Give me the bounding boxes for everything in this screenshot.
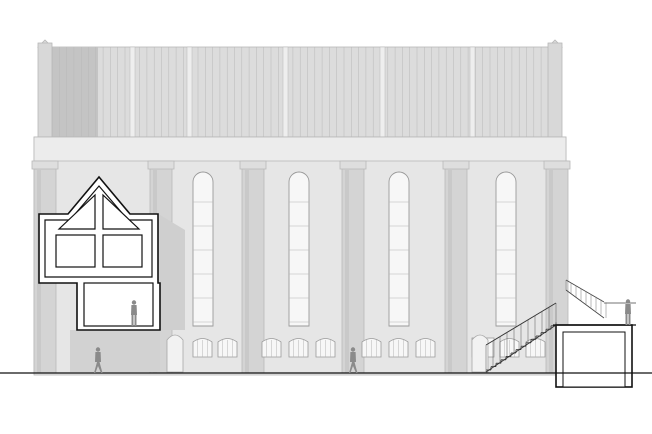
lower-arched-window — [261, 338, 282, 358]
pilaster-shadow — [245, 169, 249, 373]
lower-arched-window — [361, 338, 382, 358]
door-left — [166, 334, 184, 373]
window-frame — [288, 171, 310, 327]
tall-arched-window — [288, 171, 310, 327]
roof-rib-accent — [186, 46, 193, 138]
figure-head — [95, 347, 101, 352]
door-right — [471, 334, 489, 373]
lower-arched-window — [288, 338, 309, 358]
figure-leg — [134, 315, 137, 326]
landing-rail — [565, 279, 605, 303]
tall-arched-window — [388, 171, 410, 327]
pilaster — [543, 160, 571, 374]
figure-head — [350, 347, 356, 352]
lower-arched-window — [217, 338, 238, 358]
figure-torso — [95, 352, 101, 362]
roof-rib-accent — [469, 46, 476, 138]
pilaster — [442, 160, 470, 374]
human-figures — [94, 299, 631, 373]
lower-arched-window — [192, 338, 213, 358]
roof-ribs — [51, 46, 542, 138]
roof-rib-accent — [129, 46, 136, 138]
annex-lower-room — [83, 282, 154, 327]
figure-torso — [131, 305, 137, 315]
finial-left — [37, 42, 53, 138]
annex-shadow — [160, 215, 185, 330]
exterior-stair — [485, 279, 636, 373]
lower-arched-window — [415, 338, 436, 358]
gable-window-bl — [55, 234, 96, 268]
figure-walking-left — [94, 347, 103, 373]
cornice — [33, 136, 567, 162]
roof-rib-accent — [379, 46, 386, 138]
right-platform — [485, 279, 636, 388]
figure-leg — [625, 314, 628, 325]
figure-on-platform — [625, 299, 631, 325]
pilaster — [339, 160, 367, 374]
figure-head — [625, 299, 631, 304]
landing-rail — [565, 289, 605, 319]
finial-right — [547, 42, 563, 138]
pilaster-capital — [31, 160, 59, 170]
doors — [166, 334, 489, 373]
pilaster-capital — [239, 160, 267, 170]
pilaster-shadow — [448, 169, 452, 373]
gable-window-tr — [102, 193, 141, 230]
gable-window-br — [102, 234, 143, 268]
pilaster-capital — [543, 160, 571, 170]
tall-arched-window — [495, 171, 517, 327]
window-frame — [388, 171, 410, 327]
pilaster — [239, 160, 267, 374]
platform-inner — [562, 331, 626, 388]
figure-legs — [94, 362, 103, 373]
figure-head — [131, 300, 137, 305]
lower-arched-window — [315, 338, 336, 358]
roof-shadow — [52, 47, 98, 137]
window-frame — [495, 171, 517, 327]
figure-torso — [625, 304, 631, 314]
lower-arched-window — [525, 338, 546, 358]
roof — [37, 39, 563, 138]
tall-arched-window — [192, 171, 214, 327]
left-annex — [38, 175, 185, 372]
pilaster-capital — [442, 160, 470, 170]
figure-leg — [628, 314, 631, 325]
roof-rib-accent — [282, 46, 289, 138]
pilaster-capital — [339, 160, 367, 170]
tall-windows — [192, 171, 517, 327]
annex-ground-shade — [70, 330, 160, 372]
lower-arched-window — [388, 338, 409, 358]
figure-in-annex — [131, 300, 137, 326]
figure-torso — [350, 352, 356, 362]
figure-walking-center — [349, 347, 358, 373]
figure-legs — [349, 362, 358, 373]
pilaster-capital — [147, 160, 175, 170]
pilaster-shadow — [549, 169, 553, 373]
gable-window-tl — [57, 193, 96, 230]
figure-leg — [131, 315, 134, 326]
lower-arched-window — [499, 338, 520, 358]
window-frame — [192, 171, 214, 327]
pilaster-shadow — [345, 169, 349, 373]
